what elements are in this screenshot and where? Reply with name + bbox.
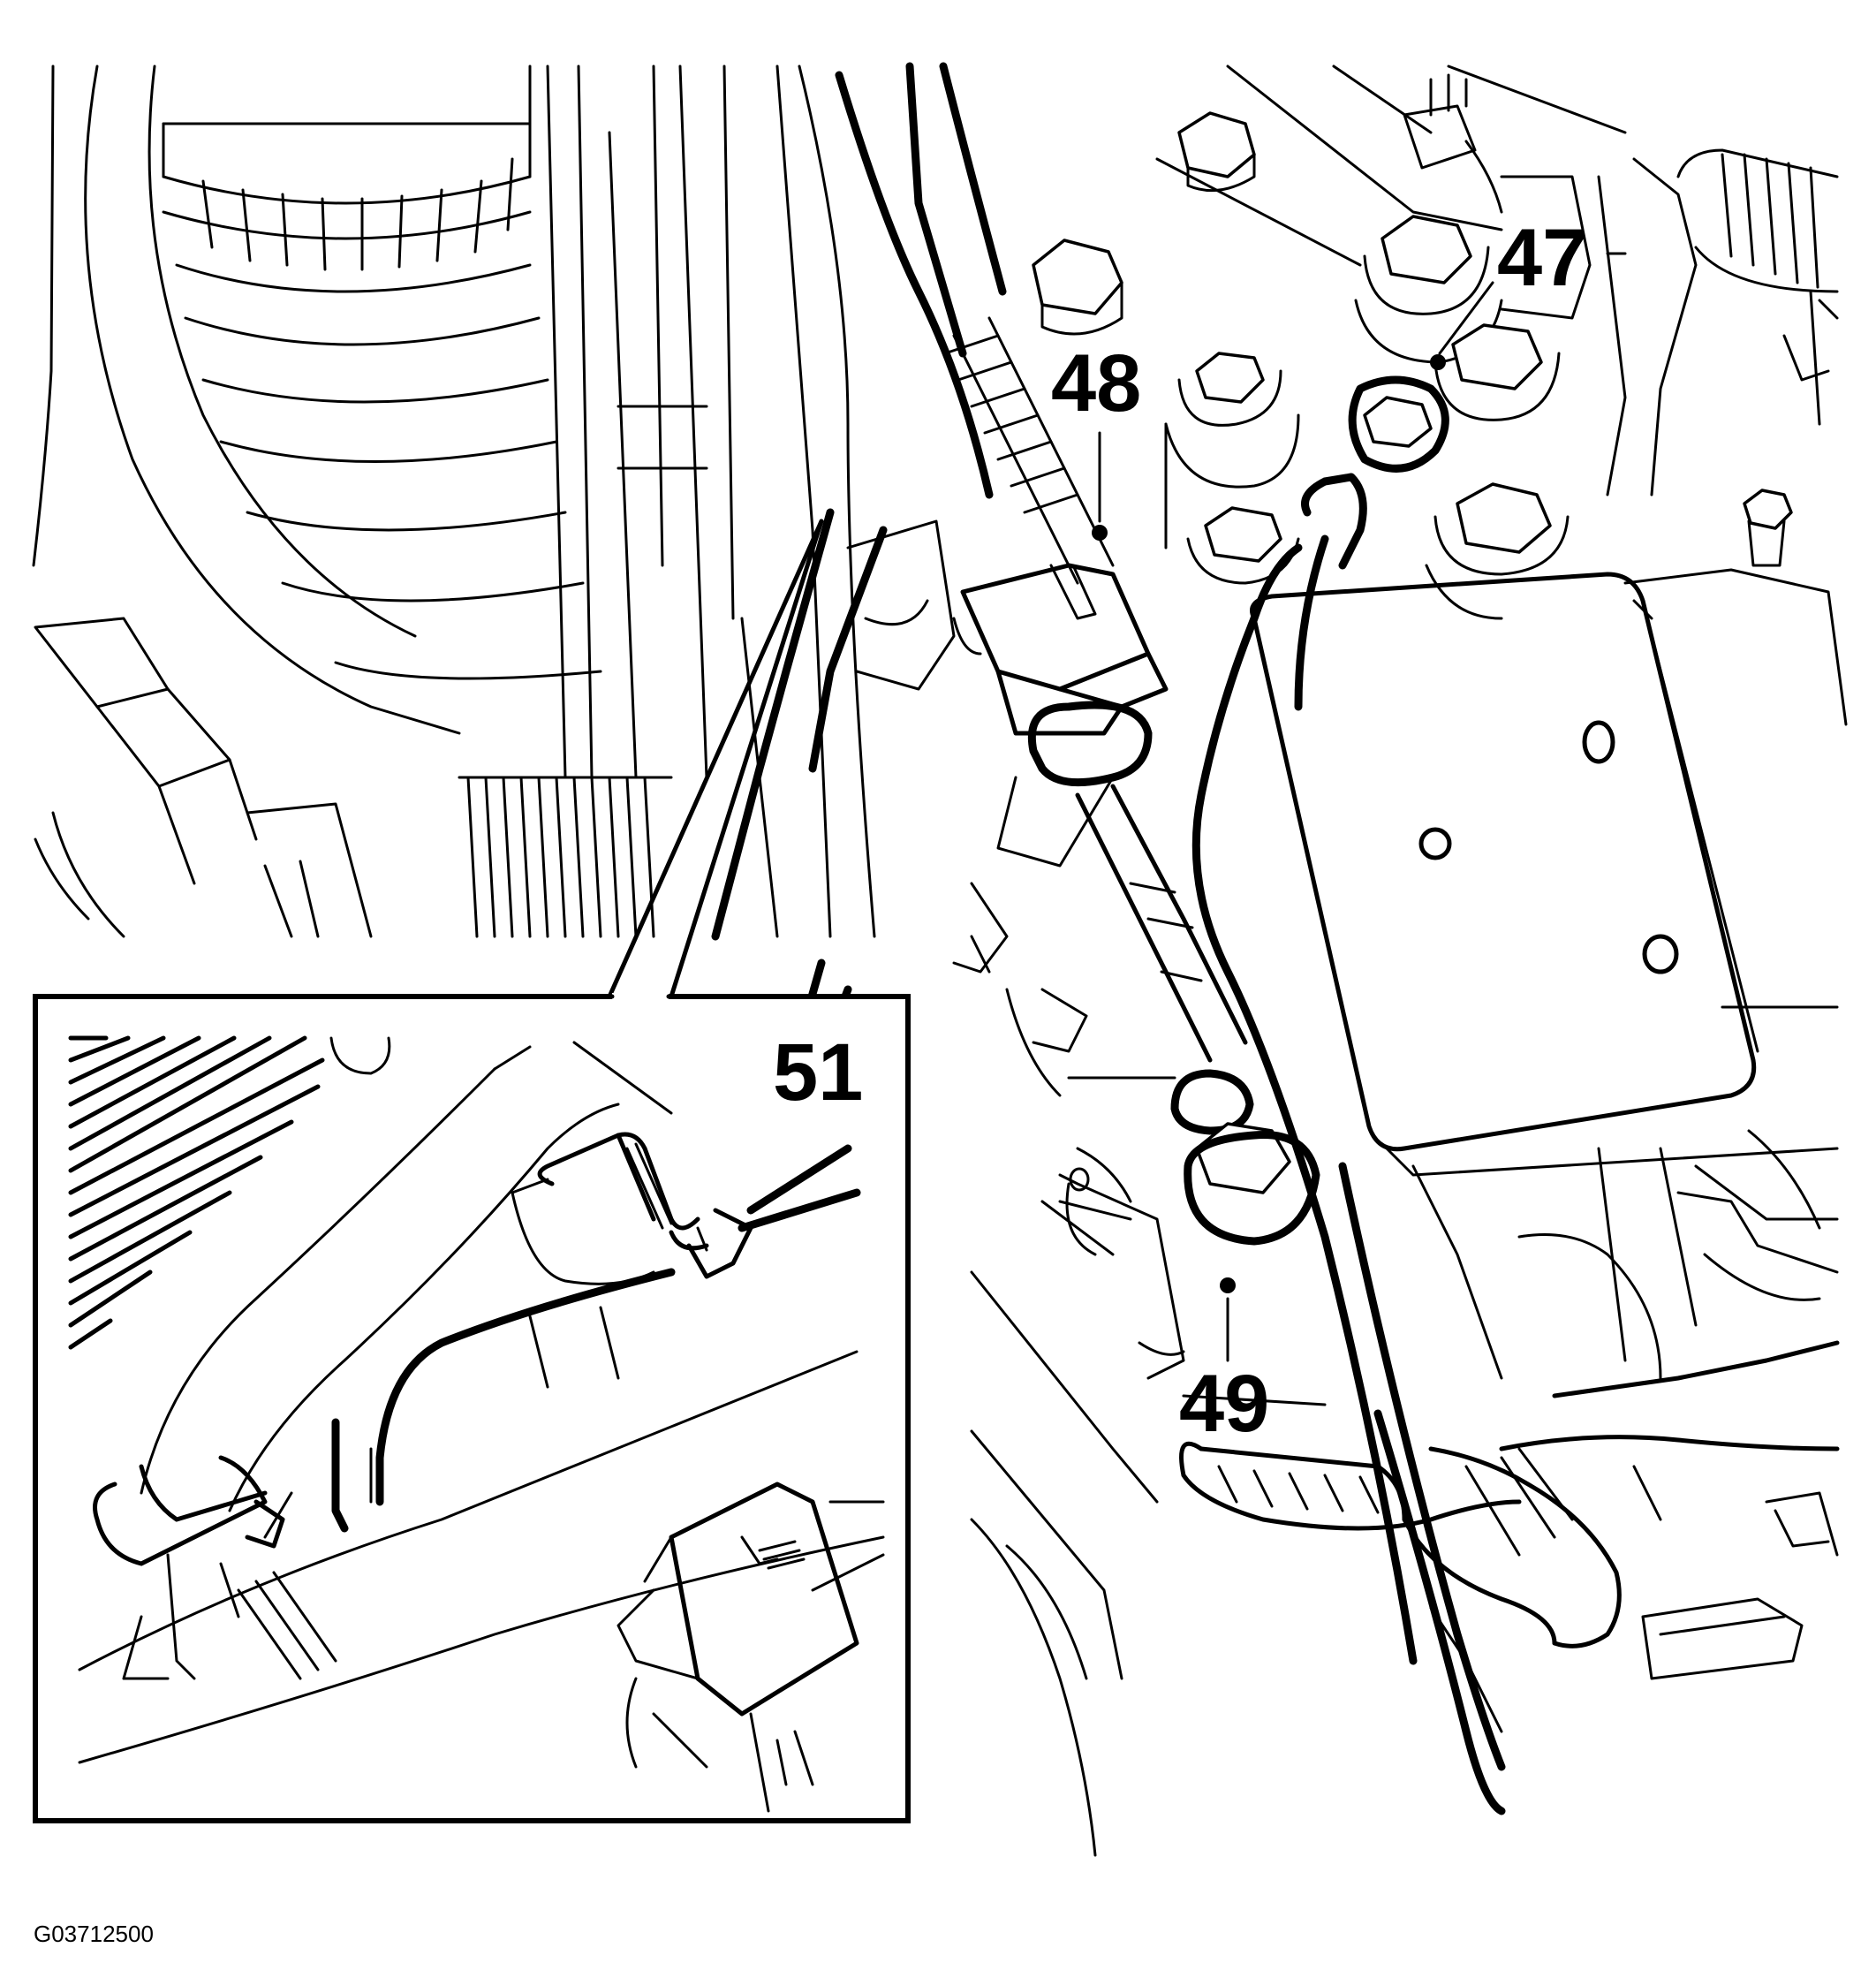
callout-label-47: 47 (1497, 213, 1587, 303)
hatched-area (68, 1035, 325, 1350)
callout-dot-icon (1430, 354, 1446, 370)
bolt-hex-icon (1743, 489, 1793, 530)
detail-inset (33, 519, 911, 1823)
inset-frame (33, 994, 911, 1823)
center-pipes (711, 62, 1248, 1179)
bolt-hex-icon (1195, 352, 1265, 404)
bolt-hex-icon (1032, 239, 1123, 315)
bolt-hex-icon (1381, 215, 1472, 284)
figure-id: G03712500 (34, 1921, 154, 1947)
callout-labels: 47 48 49 51 (773, 213, 1587, 1449)
upper-left-scene (32, 64, 832, 938)
plate-hole-icon (1418, 827, 1452, 860)
bolt-cluster (1032, 111, 1793, 1246)
bolt-hex-icon (1363, 396, 1433, 448)
callout-label-48: 48 (1051, 338, 1141, 428)
filter-base-ribs (458, 776, 673, 938)
bolt-hex-icon (1451, 323, 1543, 390)
bolt-hex-icon (1204, 506, 1282, 563)
callout-leaders (1092, 252, 1627, 1362)
inset-content (68, 1035, 885, 1813)
callout-label-49: 49 (1179, 1359, 1269, 1449)
callout-dot-icon (1220, 1277, 1236, 1293)
line-ribs (943, 334, 1079, 514)
bolt-hex-icon (1456, 482, 1552, 554)
plate-hole-icon (1642, 934, 1679, 974)
filter-cap-ridges (201, 157, 514, 271)
plate-hole-icon (1582, 720, 1615, 764)
callout-label-51: 51 (773, 1027, 863, 1118)
callout-dot-icon (1092, 525, 1108, 541)
bolt-hex-icon (1177, 111, 1256, 178)
lower-right-scene (970, 935, 1840, 1857)
